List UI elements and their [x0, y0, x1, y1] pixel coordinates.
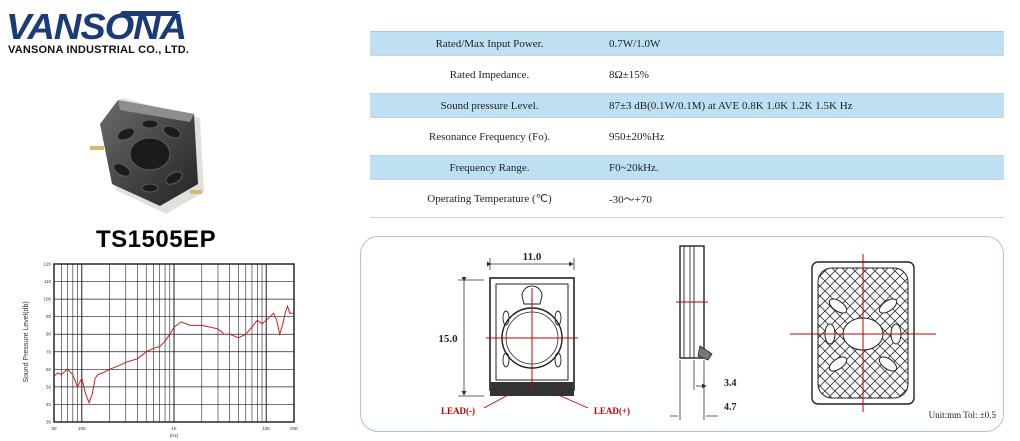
chart-x-tick-label: 10K [262, 426, 270, 431]
spec-row: Frequency Range. F0~20kHz. [370, 155, 1004, 180]
spec-label: Rated Impedance. [370, 55, 609, 94]
vansona-logo: VANSONA [6, 6, 187, 46]
spec-value: F0~20kHz. [609, 155, 1004, 180]
chart-x-ticks: 50 100 1K 10K 20K [51, 426, 298, 431]
chart-grid [53, 263, 295, 423]
spec-row: Resonance Frequency (Fo). 950±20%Hz [370, 117, 1004, 156]
spec-label: Operating Temperature (℃) [370, 179, 609, 218]
chart-y-axis-label: Sound Pressure Level(db) [23, 301, 30, 382]
lead-plus-label: LEAD(+) [594, 406, 630, 416]
spec-value: 87±3 dB(0.1W/0.1M) at AVE 0.8K 1.0K 1.2K… [609, 93, 1004, 118]
chart-y-tick-label: 70 [46, 349, 52, 354]
chart-y-ticks: 120 110 100 90 80 70 60 50 40 30 [43, 262, 51, 425]
front-view: 11.0 15.0 LEAD(-) LEAD(+) [438, 251, 630, 416]
thickness-outer-dimension: 4.7 [724, 402, 737, 413]
width-dimension: 11.0 [523, 251, 542, 263]
back-view [790, 254, 936, 412]
spec-label: Frequency Range. [370, 155, 609, 180]
spec-value: 8Ω±15% [609, 55, 1004, 94]
chart-y-tick-label: 110 [44, 279, 52, 284]
chart-x-tick-label: 100 [78, 426, 86, 431]
spec-label: Resonance Frequency (Fo). [370, 117, 609, 156]
chart-y-tick-label: 90 [46, 314, 52, 319]
spec-row: Rated Impedance. 8Ω±15% [370, 55, 1004, 94]
frequency-response-chart: 120 110 100 90 80 70 60 50 40 30 50 100 1K 10K 20K So… [23, 262, 298, 439]
lead-minus-label: LEAD(-) [441, 406, 475, 416]
chart-y-tick-label: 60 [46, 367, 52, 372]
chart-y-tick-label: 30 [46, 420, 52, 425]
chart-y-tick-label: 100 [43, 297, 51, 302]
spec-label: Rated/Max Input Power. [370, 31, 609, 56]
chart-series-line [53, 304, 294, 405]
chart-y-tick-label: 50 [46, 384, 52, 389]
chart-y-tick-label: 80 [46, 332, 52, 337]
dimension-drawing: 11.0 15.0 LEAD(-) LEAD(+) 3.4 [438, 245, 997, 420]
chart-y-tick-label: 40 [46, 402, 52, 407]
chart-x-tick-label: 50 [51, 426, 57, 431]
chart-x-axis-label: (Hz) [170, 433, 179, 438]
height-dimension: 15.0 [438, 333, 458, 345]
spec-value: 950±20%Hz [609, 117, 1004, 156]
logo-swoosh [118, 11, 180, 16]
spec-label: Sound pressure Level. [370, 93, 609, 118]
spec-row: Operating Temperature (℃) -30～+70 [370, 179, 1004, 218]
spec-value: -30～+70 [609, 179, 1004, 218]
chart-x-tick-label: 20K [290, 426, 298, 431]
spec-value: 0.7W/1.0W [609, 31, 1004, 56]
model-number: TS1505EP [96, 226, 217, 253]
company-name: VANSONA INDUSTRIAL CO., LTD. [8, 44, 190, 56]
side-view: 3.4 4.7 [670, 245, 737, 420]
spec-row: Rated/Max Input Power. 0.7W/1.0W [370, 31, 1004, 56]
spec-table: Rated/Max Input Power. 0.7W/1.0W Rated I… [370, 31, 1004, 218]
chart-y-tick-label: 120 [43, 262, 51, 267]
unit-tolerance-note: Unit:mm Tol: ±0.5 [929, 410, 997, 420]
thickness-inner-dimension: 3.4 [724, 378, 737, 389]
speaker-product-photo [90, 98, 204, 214]
spec-row: Sound pressure Level. 87±3 dB(0.1W/0.1M)… [370, 93, 1004, 118]
chart-x-tick-label: 1K [171, 426, 177, 431]
